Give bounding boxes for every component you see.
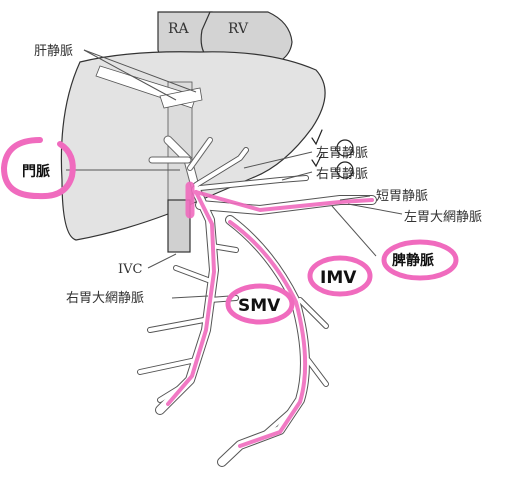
smv-highlight xyxy=(166,190,216,406)
hepatic-vein-label: 肝静脈 xyxy=(34,44,73,59)
portal-vein-annotation-ring xyxy=(0,137,76,200)
short-gastric-vein-label: 短胃静脈 xyxy=(376,189,428,204)
check-mark xyxy=(311,129,323,146)
vessel-labels: 肝静脈 左胃静脈 右胃静脈 短胃静脈 左胃大網静脈 IVC 右胃大網静脈 xyxy=(34,44,482,306)
splenic-vein-highlight xyxy=(194,190,374,212)
ivc-lower xyxy=(167,199,191,253)
right-gastroepiploic-vein-label: 右胃大網静脈 xyxy=(66,291,144,306)
highlighted-trunks xyxy=(166,181,374,448)
pink-annotations: 門脈 脾静脈 IMV SMV xyxy=(0,137,459,325)
imv-highlight xyxy=(228,220,308,448)
leader-lines xyxy=(66,49,403,299)
ra-label: RA xyxy=(168,21,190,37)
right-gastric-vein-label: 右胃静脈 xyxy=(316,167,368,182)
ivc-label: IVC xyxy=(118,262,143,277)
mark-circle xyxy=(336,161,354,179)
left-gastroepiploic-vein-label: 左胃大網静脈 xyxy=(404,210,482,225)
splenic-vein-annotation: 脾静脈 xyxy=(392,252,434,269)
mark-circle xyxy=(336,139,354,157)
splenic-vein-annotation-ring xyxy=(381,239,459,281)
handwritten-marks xyxy=(311,129,354,179)
imv-annotation: IMV xyxy=(320,268,357,288)
liver xyxy=(60,51,326,241)
intrahepatic-portal-branches xyxy=(148,135,213,195)
smv-annotation: SMV xyxy=(238,296,281,316)
left-gastric-vein-label: 左胃静脈 xyxy=(316,146,368,161)
imv-annotation-ring xyxy=(307,255,373,297)
check-mark xyxy=(311,153,323,168)
portal-vein-annotation: 門脈 xyxy=(22,163,50,180)
rv-label: RV xyxy=(228,21,249,37)
smv-annotation-ring xyxy=(225,283,295,325)
